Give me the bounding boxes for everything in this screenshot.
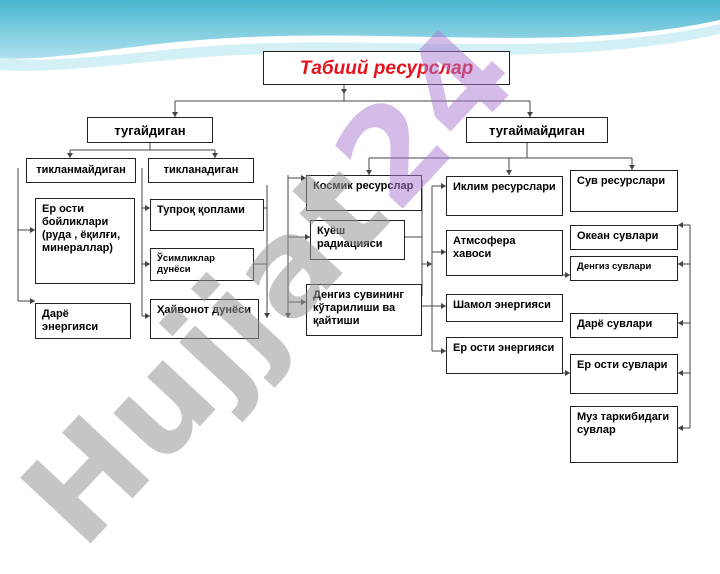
branch-inexhaustible: тугаймайдиган [466, 117, 608, 143]
groundwater-label: Ер ости сувлари [577, 359, 668, 371]
fauna-label: Ҳайвонот дунёси [157, 304, 251, 316]
atmospheric-air-box: Атмсофера хавоси [446, 230, 563, 276]
tides-label: Денгиз сувининг кўтарилиши ва қайтиши [313, 289, 404, 327]
soil-cover-box: Тупроқ қоплами [150, 199, 264, 231]
river-energy-label: Дарё энергияси [42, 308, 99, 333]
soil-cover-label: Тупроқ қоплами [157, 204, 245, 216]
geothermal-energy-box: Ер ости энергияси [446, 337, 563, 374]
atmospheric-air-label: Атмсофера хавоси [453, 235, 516, 260]
branch-exhaustible: тугайдиган [87, 117, 213, 143]
underground-resources-label: Ер ости бойликлари (руда , ёқилғи, минер… [42, 203, 121, 254]
wind-energy-box: Шамол энергияси [446, 294, 563, 322]
river-energy-box: Дарё энергияси [35, 303, 131, 339]
cosmic-resources-label: Космик ресурслар [313, 180, 414, 192]
nonrenewable-label: тикланмайдиган [36, 164, 126, 176]
diagram-title: Табиий ресурслар [299, 57, 474, 79]
flora-label: Ўсимликлар дунёси [157, 253, 215, 275]
title-box: Табиий ресурслар [263, 51, 510, 85]
sea-waters-box: Денгиз сувлари [570, 256, 678, 281]
branch-inexhaustible-label: тугаймайдиган [489, 122, 585, 138]
underground-resources-box: Ер ости бойликлари (руда , ёқилғи, минер… [35, 198, 135, 284]
ocean-waters-label: Океан сувлари [577, 230, 659, 242]
groundwater-box: Ер ости сувлари [570, 354, 678, 394]
background-wave [0, 0, 720, 71]
geothermal-energy-label: Ер ости энергияси [453, 342, 555, 354]
ocean-waters-box: Океан сувлари [570, 225, 678, 250]
glacier-water-box: Муз таркибидаги сувлар [570, 406, 678, 463]
climate-resources-label: Иклим ресурслари [453, 181, 556, 193]
renewable-label: тикланадиган [163, 164, 239, 176]
cosmic-resources-box: Космик ресурслар [306, 175, 422, 211]
tides-box: Денгиз сувининг кўтарилиши ва қайтиши [306, 284, 422, 336]
fauna-box: Ҳайвонот дунёси [150, 299, 259, 339]
glacier-water-label: Муз таркибидаги сувлар [577, 411, 670, 436]
water-resources-box: Сув ресурслари [570, 170, 678, 212]
water-resources-label: Сув ресурслари [577, 175, 666, 187]
river-waters-box: Дарё сувлари [570, 313, 678, 338]
solar-radiation-label: Куёш радиацияси [317, 225, 383, 250]
climate-resources-box: Иклим ресурслари [446, 176, 563, 216]
renewable-box: тикланадиган [148, 158, 254, 183]
flora-box: Ўсимликлар дунёси [150, 248, 254, 281]
sea-waters-label: Денгиз сувлари [577, 261, 652, 272]
wind-energy-label: Шамол энергияси [453, 299, 551, 311]
branch-exhaustible-label: тугайдиган [114, 122, 186, 138]
connector-lines [17, 85, 691, 431]
nonrenewable-box: тикланмайдиган [26, 158, 136, 183]
solar-radiation-box: Куёш радиацияси [310, 220, 405, 260]
river-waters-label: Дарё сувлари [577, 318, 653, 330]
